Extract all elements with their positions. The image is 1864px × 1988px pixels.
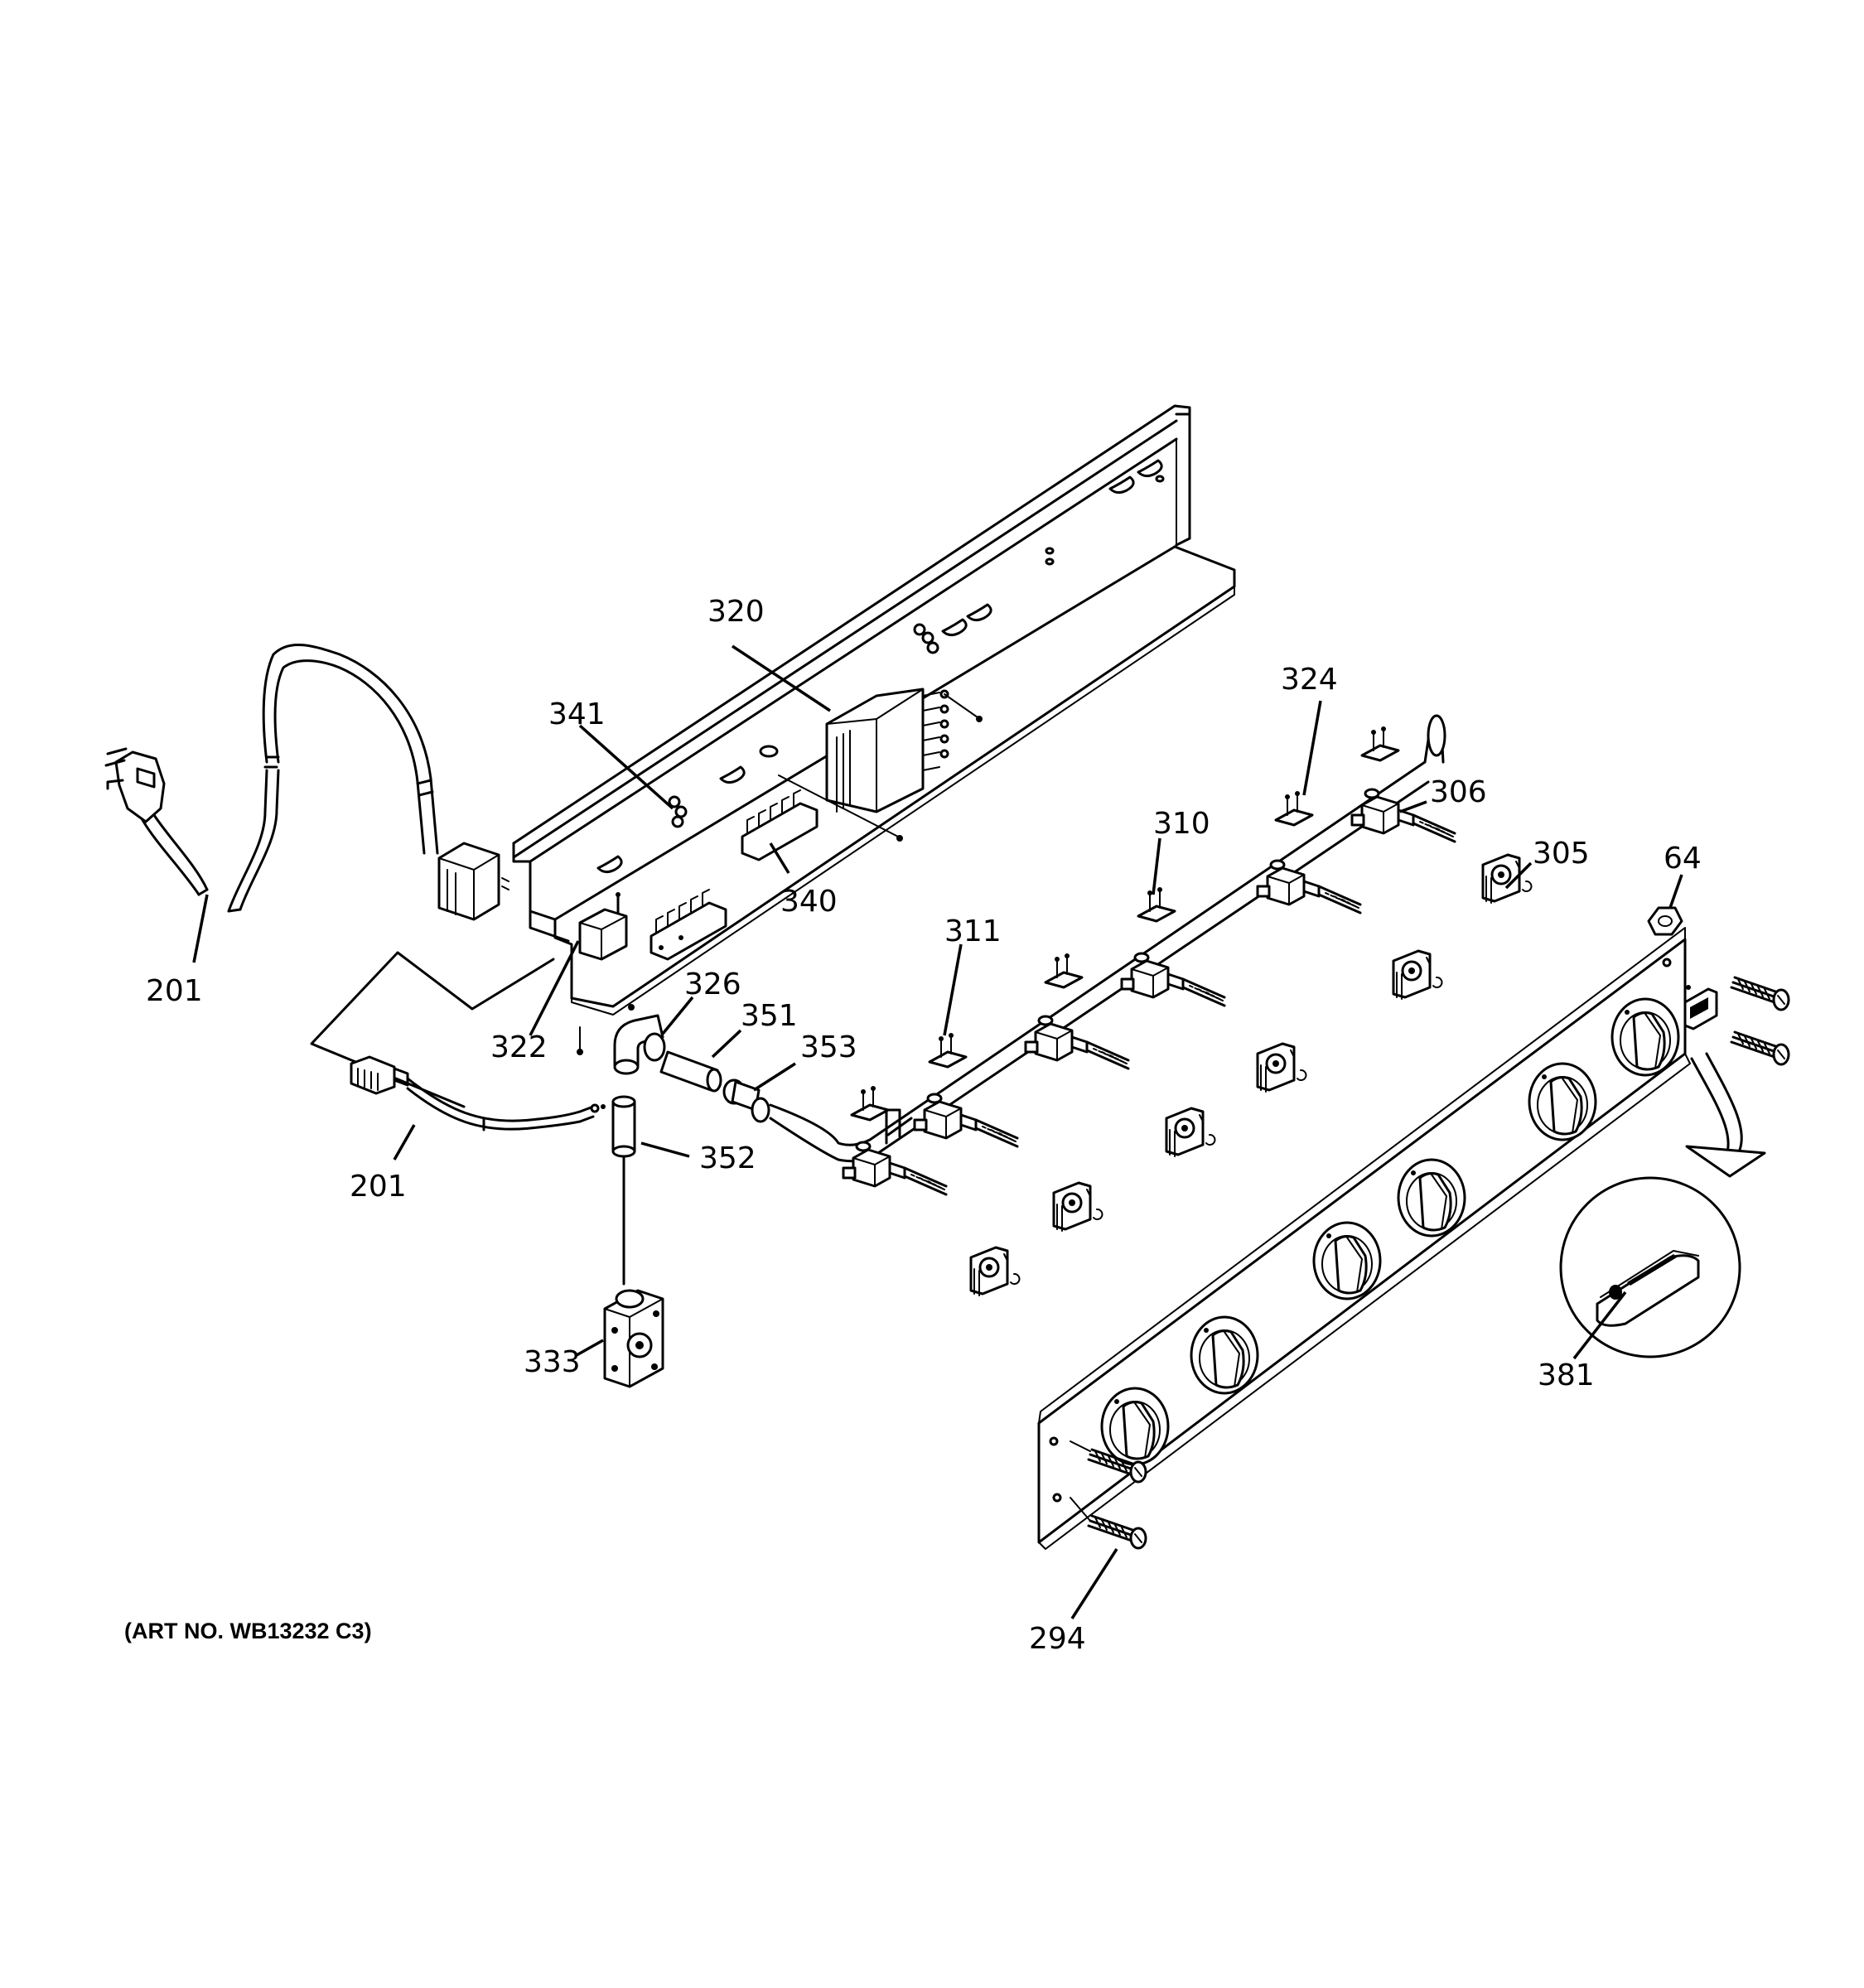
label-351: 351	[741, 999, 798, 1033]
label-333: 333	[524, 1345, 581, 1379]
label-381: 381	[1538, 1358, 1595, 1392]
control-panel	[1037, 927, 1718, 1550]
terminal-block-left	[650, 889, 727, 961]
label-324: 324	[1281, 663, 1338, 697]
small-screws-341	[668, 623, 939, 828]
lower-power-cord	[350, 1055, 606, 1132]
badge-detail-381	[1559, 1176, 1741, 1358]
leader-lines	[192, 644, 1683, 1619]
label-320: 320	[707, 595, 765, 629]
label-201-top: 201	[146, 974, 203, 1008]
art-number: (ART NO. WB13232 C3)	[124, 1619, 372, 1643]
manifold-clamps	[850, 725, 1400, 1122]
spark-module	[778, 688, 983, 842]
power-cord-assembly	[104, 643, 509, 921]
label-310: 310	[1153, 807, 1210, 841]
label-306: 306	[1430, 775, 1487, 809]
terminal-block-right	[741, 789, 819, 861]
detail-arrow	[1685, 1052, 1766, 1178]
panel-screws	[1070, 976, 1790, 1550]
label-326: 326	[684, 967, 741, 1001]
label-340: 340	[780, 885, 838, 919]
valve-assemblies	[842, 788, 1456, 1196]
label-305: 305	[1533, 837, 1590, 871]
pipe-351	[659, 1050, 722, 1093]
label-201-bottom: 201	[350, 1170, 407, 1204]
part-labels: 201 201 320 341 340 322 324 306 305 310 …	[146, 595, 1702, 1656]
label-311: 311	[944, 914, 1002, 948]
label-322: 322	[490, 1030, 548, 1064]
label-294: 294	[1029, 1622, 1086, 1656]
label-341: 341	[548, 697, 606, 731]
elbow-fitting-326	[613, 1014, 666, 1075]
label-353: 353	[800, 1030, 857, 1064]
hex-nut-64	[1647, 906, 1683, 936]
regulator-333	[603, 1289, 664, 1388]
wiring-boundary	[310, 951, 555, 1108]
union-353	[722, 1078, 770, 1123]
label-64: 64	[1664, 842, 1702, 876]
pipe-352	[611, 1095, 636, 1286]
mount-screws	[577, 1004, 635, 1055]
label-352: 352	[699, 1141, 756, 1175]
wire-connector-322	[578, 892, 628, 961]
